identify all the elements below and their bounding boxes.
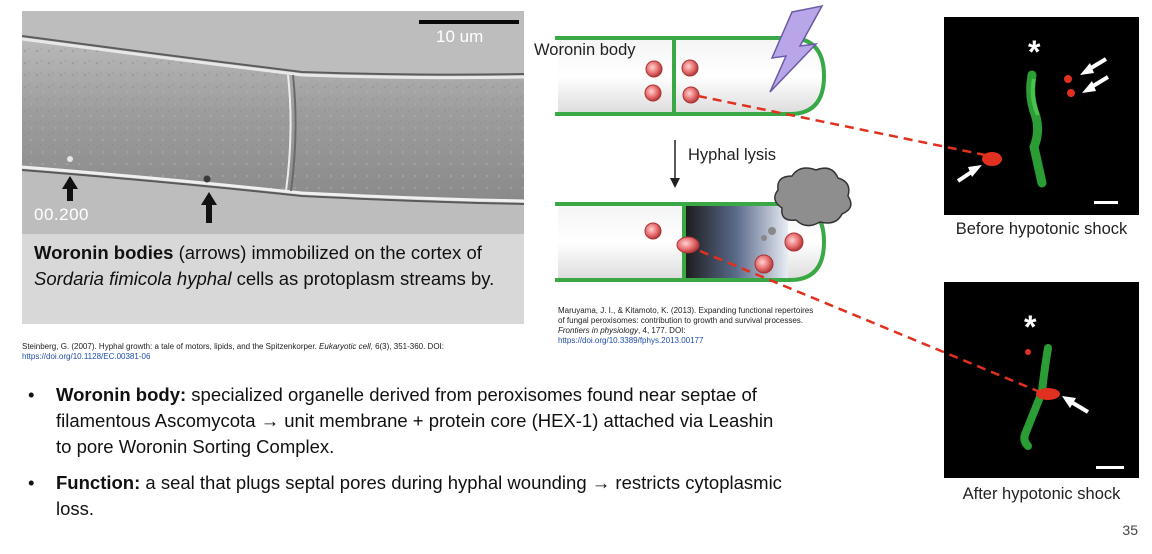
hypha-micrograph [22, 11, 524, 234]
ref-journal: Frontiers in physiology [558, 326, 639, 335]
arrow-icon [956, 165, 982, 183]
arrow-icon [1082, 75, 1110, 93]
fluorescence-before-image: * [944, 17, 1139, 215]
hyphal-lysis-label: Hyphal lysis [688, 146, 777, 164]
scale-bar [1096, 466, 1124, 469]
micrograph-caption: Woronin bodies (arrows) immobilized on t… [22, 234, 524, 324]
bullet-woronin-body: • Woronin body: specialized organelle de… [28, 382, 788, 460]
ref-doi-link[interactable]: https://doi.org/10.3389/fphys.2013.00177 [558, 336, 704, 345]
bullet-text: specialized organelle derived from perox… [56, 384, 774, 457]
ref-text: , 6(3), 351-360. DOI: [370, 342, 444, 351]
page-number: 35 [1122, 522, 1138, 538]
bullet-term: Function: [56, 472, 141, 493]
ref-doi-link[interactable]: https://doi.org/10.1128/EC.00381-06 [22, 352, 151, 361]
intact-hypha [555, 4, 827, 116]
scale-bar-label: 10 um [436, 27, 484, 46]
arrow-icon [201, 192, 217, 223]
before-shock-caption: Before hypotonic shock [955, 220, 1128, 238]
caption-species: Sordaria fimicola hyphal [34, 268, 232, 289]
reference-maruyama: Maruyama, J. I., & Kitamoto, K. (2013). … [558, 306, 820, 346]
arrow-down-icon [670, 140, 680, 188]
woronin-body-diagram [555, 4, 852, 282]
arrow-icon [62, 176, 78, 201]
caption-text-2: cells as protoplasm streams by. [231, 268, 495, 289]
ref-journal: Eukaryotic cell [319, 342, 371, 351]
asterisk-marker: * [1024, 309, 1037, 345]
scale-bar [1094, 201, 1118, 204]
scale-bar [419, 20, 519, 24]
caption-term: Woronin bodies [34, 242, 174, 263]
lightning-icon [769, 4, 824, 93]
bullet-marker: • [28, 384, 35, 405]
caption-text-1: (arrows) immobilized on the cortex of [173, 242, 482, 263]
bullet-function: • Function: a seal that plugs septal por… [28, 470, 788, 522]
arrow-icon [1062, 396, 1090, 414]
woronin-body-label: Woronin body [534, 41, 636, 59]
arrow-icon [1080, 57, 1108, 75]
lysed-hypha [555, 167, 852, 282]
ref-text: Steinberg, G. (2007). Hyphal growth: a t… [22, 342, 320, 351]
ref-text: Maruyama, J. I., & Kitamoto, K. (2013). … [558, 306, 814, 325]
reference-steinberg: Steinberg, G. (2007). Hyphal growth: a t… [22, 342, 542, 362]
bullet-marker: • [28, 472, 35, 493]
fluorescence-after-image: * [944, 282, 1139, 478]
bullet-list: • Woronin body: specialized organelle de… [28, 382, 788, 532]
bullet-term: Woronin body: [56, 384, 187, 405]
ref-text: , 4, 177. DOI: [638, 326, 686, 335]
after-shock-caption: After hypotonic shock [962, 485, 1121, 503]
asterisk-marker: * [1028, 34, 1041, 70]
bullet-text: a seal that plugs septal pores during hy… [56, 472, 782, 519]
cloud-icon [774, 167, 852, 227]
timestamp: 00.200 [34, 205, 89, 224]
